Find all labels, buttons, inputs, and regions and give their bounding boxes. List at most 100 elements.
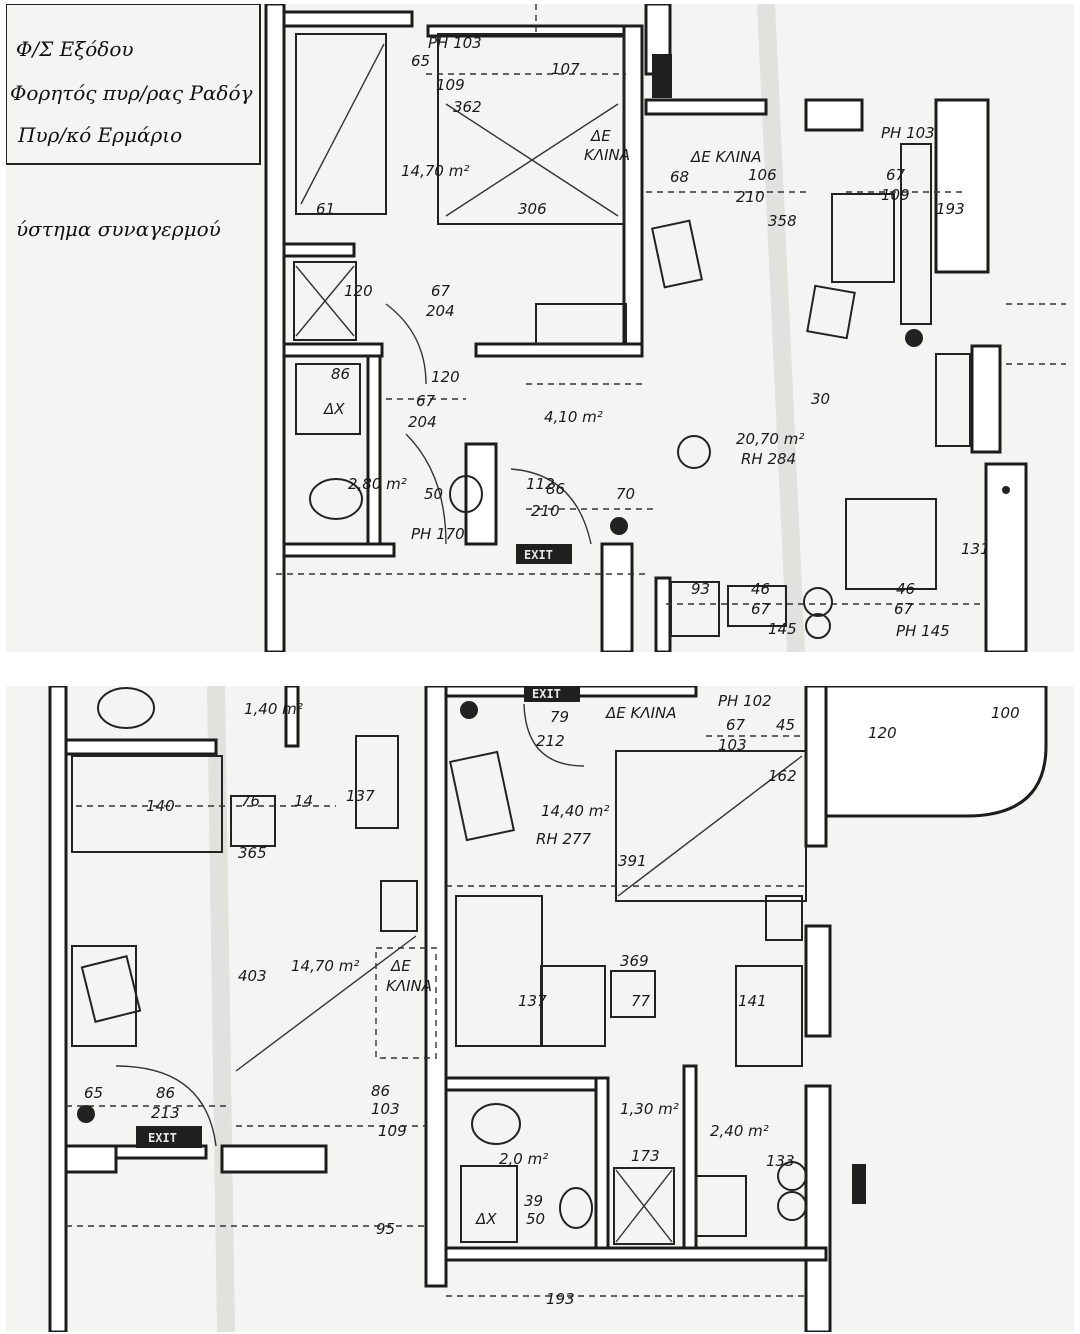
top-dimension-label: 65 <box>411 52 430 70</box>
bed-main <box>437 33 625 225</box>
top-dimension-label: ΔΕ ΚΛΙΝΑ <box>690 148 762 166</box>
chair-left <box>80 955 142 1023</box>
svg-text:EXIT: EXIT <box>532 687 561 701</box>
basin-lower-1 <box>803 587 833 617</box>
wall-bath-div-c <box>682 1064 698 1250</box>
fire-extinguisher-icon <box>905 329 923 347</box>
wall-bath-div-b <box>594 1076 610 1250</box>
bottom-dimension-label: 213 <box>151 1104 180 1122</box>
bottom-dimension-label: 1,40 m² <box>244 700 303 718</box>
wall-right-mid <box>970 344 1002 454</box>
wall-right-b <box>804 924 832 1038</box>
bottom-dimension-label: 365 <box>238 844 267 862</box>
top-dimension-label: 358 <box>768 212 797 230</box>
bottom-dimension-label: 86 <box>156 1084 175 1102</box>
bed-left <box>71 755 223 853</box>
wall-bath-mid <box>282 342 384 358</box>
bottom-dimension-label: 86 <box>371 1082 390 1100</box>
shower-b2 <box>613 1167 675 1245</box>
top-dimension-label: 67 <box>894 600 914 618</box>
bed-top-left <box>295 33 387 215</box>
desk-right <box>935 353 971 447</box>
toilet <box>309 478 363 520</box>
top-dimension-label: ΔΧ <box>323 400 345 418</box>
sink <box>449 475 483 513</box>
bed-right-b2 <box>735 965 803 1067</box>
shower-x2 <box>295 265 355 337</box>
bed-center-b <box>455 895 543 1047</box>
top-dimension-label: PH 145 <box>896 622 950 640</box>
wall-top-d <box>644 98 768 116</box>
room-diagonal <box>235 935 417 1072</box>
top-dimension-label: 145 <box>768 620 797 638</box>
toilet-b <box>471 1103 521 1145</box>
wall-top-e <box>804 98 864 132</box>
exit-sign-vertical <box>652 54 672 98</box>
top-dimension-label: ΔΕ <box>590 127 611 145</box>
bed-diagonal <box>300 43 385 205</box>
bed-main-diagonal-2 <box>445 103 619 217</box>
paper-fold-bottom <box>207 686 235 1332</box>
wall-left-bottom-2 <box>220 1144 328 1174</box>
wall-right-upper <box>934 98 990 274</box>
bottom-dimension-label: 369 <box>620 952 649 970</box>
top-dimension-label: 210 <box>736 188 765 206</box>
wall-center <box>424 686 448 1288</box>
bottom-dimension-label: 1,30 m² <box>620 1100 679 1118</box>
wall-room-bottom <box>474 342 644 358</box>
bottom-dimension-label: 133 <box>766 1152 795 1170</box>
legend-fire-cabinet: Πυρ/κό Ερμάριο <box>17 123 182 147</box>
top-dimension-label: PH 103 <box>881 124 935 142</box>
bottom-dimension-label: 76 <box>241 792 260 810</box>
bottom-dimension-label: 137 <box>518 992 547 1010</box>
bottom-dimension-label: RH 277 <box>536 830 592 848</box>
bottom-dimension-label: 2,40 m² <box>710 1122 769 1140</box>
column-symbol <box>677 435 711 469</box>
wall-curved <box>824 686 1048 818</box>
bottom-dimension-label: 120 <box>868 724 897 742</box>
wall-bath-right <box>366 354 382 558</box>
wall-top-a <box>282 10 414 28</box>
bottom-dimension-label: 109 <box>378 1122 407 1140</box>
top-dimension-label: ΚΛΙΝΑ <box>584 146 630 164</box>
door-arc-b1 <box>115 1065 217 1147</box>
wall-bath-top <box>282 242 356 258</box>
legend-exit-sign: Φ/Σ Εξόδου <box>16 37 134 61</box>
floor-plan-photo-top: EXIT Φ/Σ Εξόδου Φορητός πυρ/ρας Ραδόγ Πυ… <box>6 4 1074 652</box>
wall-left-bottom-3 <box>64 1144 118 1174</box>
bottom-dimension-label: 79 <box>550 708 569 726</box>
shower-lower <box>670 581 720 637</box>
wall-left-top <box>64 738 218 756</box>
top-dimension-label: 131 <box>961 540 990 558</box>
door-arc-3 <box>405 433 447 545</box>
top-dimension-label: 14,70 m² <box>401 162 469 180</box>
door-arc-1 <box>385 303 427 385</box>
top-dimension-label: 306 <box>518 200 547 218</box>
wall-bath-top-b <box>444 1076 608 1092</box>
chair-right-b <box>449 750 515 842</box>
bottom-dimension-label: 162 <box>768 767 797 785</box>
top-dimension-label: 193 <box>936 200 965 218</box>
top-dimension-label: 67 <box>886 166 906 184</box>
desk <box>535 303 627 345</box>
wall-bottom-b <box>444 1246 828 1262</box>
svg-text:EXIT: EXIT <box>148 1131 177 1145</box>
top-dimension-label: 67 <box>416 392 436 410</box>
wall-far-left <box>48 686 68 1332</box>
bottom-dimension-label: ΔΕ ΚΛΙΝΑ <box>605 704 677 722</box>
nightstand-b2 <box>610 970 656 1018</box>
bed-outline-center <box>375 947 437 1059</box>
bottom-dimension-label: 14,70 m² <box>291 957 359 975</box>
bottom-dimension-label: 50 <box>526 1210 545 1228</box>
basin-b-1 <box>777 1161 807 1191</box>
top-dimension-label: 70 <box>616 485 635 503</box>
top-dimension-label: 46 <box>896 580 915 598</box>
bottom-dimension-label: 193 <box>546 1290 575 1308</box>
top-dimension-label: 204 <box>426 302 455 320</box>
top-dimension-label: 106 <box>748 166 777 184</box>
top-dimension-label: 67 <box>751 600 771 618</box>
bottom-dimension-label: ΔΕ <box>390 957 411 975</box>
sink-b <box>559 1187 593 1229</box>
